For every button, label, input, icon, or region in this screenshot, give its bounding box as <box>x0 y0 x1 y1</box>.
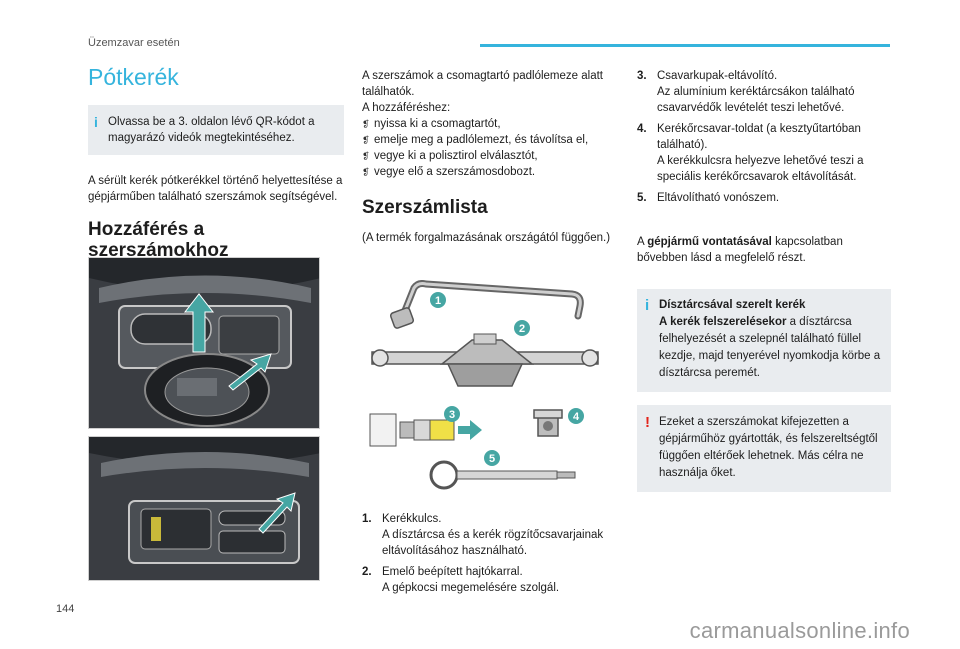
tool-item-name: Kerékőrcsavar-toldat (a kesztyűtartóban … <box>657 123 861 151</box>
callout-2: 2 <box>519 323 525 335</box>
watermark: carmanualsonline.info <box>689 618 910 643</box>
warning-icon: ! <box>645 414 650 431</box>
access-step: nyissa ki a csomagtartót, <box>362 116 620 132</box>
tool-item-number: 4. <box>637 123 647 135</box>
warning-box: ! Ezeket a szerszámokat kifejezetten a g… <box>637 405 891 492</box>
towing-reference: A gépjármű vontatásával kapcsolatban bőv… <box>637 234 887 266</box>
access-steps: nyissa ki a csomagtartót, emelje meg a p… <box>362 116 620 180</box>
column-1: Pótkerék i Olvassa be a 3. oldalon lévő … <box>88 62 344 261</box>
intro-text: A sérült kerék pótkerékkel történő helye… <box>88 175 343 203</box>
tool-item-name: Csavarkupak-eltávolító. <box>657 70 778 82</box>
access-step: emelje meg a padlólemezt, és távolítsa e… <box>362 132 620 148</box>
tool-item-name: Kerékkulcs. <box>382 513 442 525</box>
toollist-note: (A termék forgalmazásának országától füg… <box>362 232 611 244</box>
anti-theft-adapter-icon <box>533 409 563 437</box>
tool-item-desc: A dísztárcsa és a kerék rögzítőcsavarjai… <box>382 529 604 557</box>
tool-item: 5. Eltávolítható vonószem. <box>637 190 895 206</box>
access-lead: A hozzáféréshez: <box>362 102 451 114</box>
callout-4: 4 <box>573 411 580 423</box>
callout-1: 1 <box>435 295 441 307</box>
section-header: Üzemzavar esetén <box>88 37 180 49</box>
hubcap-text: A kerék felszerelésekor a dísztárcsa fel… <box>659 314 883 382</box>
tool-item-desc: A gépkocsi megemelésére szolgál. <box>382 582 560 594</box>
info-icon: i <box>94 114 98 130</box>
header-accent-bar <box>480 44 890 47</box>
access-step: vegye elő a szerszámosdobozt. <box>362 164 620 180</box>
tool-list-part-1: 1. Kerékkulcs. A dísztárcsa és a kerék r… <box>362 511 624 601</box>
page-title: Pótkerék <box>88 64 179 90</box>
jack-icon <box>371 333 599 387</box>
toollist-heading: Szerszámlista <box>362 197 488 218</box>
hubcap-title: Dísztárcsával szerelt kerék <box>659 299 806 311</box>
hubcap-body: a dísztárcsa felhelyezését a szelepnél t… <box>659 316 881 379</box>
towing-eye-icon <box>429 460 576 490</box>
tool-item-number: 1. <box>362 513 372 525</box>
info-icon: i <box>645 297 650 314</box>
towing-bold: gépjármű vontatásával <box>647 236 772 248</box>
callout-5: 5 <box>489 453 495 465</box>
tool-item: 2. Emelő beépített hajtókarral. A gépkoc… <box>362 564 624 596</box>
tool-item: 3. Csavarkupak-eltávolító. Az alumínium … <box>637 68 895 116</box>
cap-remover-icon <box>369 413 482 447</box>
access-step: vegye ki a polisztirol elválasztót, <box>362 148 620 164</box>
towing-post: kapcsolatban bővebben lásd a megfelelő r… <box>637 236 843 264</box>
tool-item-number: 3. <box>637 70 647 82</box>
warning-text: Ezeket a szerszámokat kifejezetten a gép… <box>659 416 878 479</box>
tool-item: 4. Kerékőrcsavar-toldat (a kesztyűtartób… <box>637 121 895 185</box>
wheel-wrench-icon <box>389 280 584 329</box>
tool-item-desc: Az alumínium keréktárcsákon található cs… <box>657 86 855 114</box>
trunk-photo-separator <box>88 436 320 581</box>
column-2: A szerszámok a csomagtartó padlólemeze a… <box>362 68 620 246</box>
towing-pre: A <box>637 236 648 248</box>
trunk-photo-tools <box>88 257 320 429</box>
callout-3: 3 <box>449 409 455 421</box>
tool-item-number: 5. <box>637 192 647 204</box>
access-heading: Hozzáférés a szerszámokhoz <box>88 219 229 261</box>
tools-illustration: 1 2 3 4 5 <box>362 280 620 495</box>
qr-info-text: Olvassa be a 3. oldalon lévő QR-kódot a … <box>108 116 315 144</box>
qr-info-box: i Olvassa be a 3. oldalon lévő QR-kódot … <box>88 105 344 155</box>
column-3: 3. Csavarkupak-eltávolító. Az alumínium … <box>637 68 895 211</box>
hubcap-info-box: i Dísztárcsával szerelt kerék A kerék fe… <box>637 289 891 392</box>
tool-item-name: Emelő beépített hajtókarral. <box>382 566 523 578</box>
tool-item-number: 2. <box>362 566 372 578</box>
tool-item: 1. Kerékkulcs. A dísztárcsa és a kerék r… <box>362 511 624 559</box>
tool-item-name: Eltávolítható vonószem. <box>657 192 780 204</box>
tool-item-desc: A kerékkulcsra helyezve lehetővé teszi a… <box>657 155 864 183</box>
hubcap-bold: A kerék felszerelésekor <box>659 316 787 328</box>
tools-location-text: A szerszámok a csomagtartó padlólemeze a… <box>362 70 603 98</box>
page-number: 144 <box>56 603 75 615</box>
